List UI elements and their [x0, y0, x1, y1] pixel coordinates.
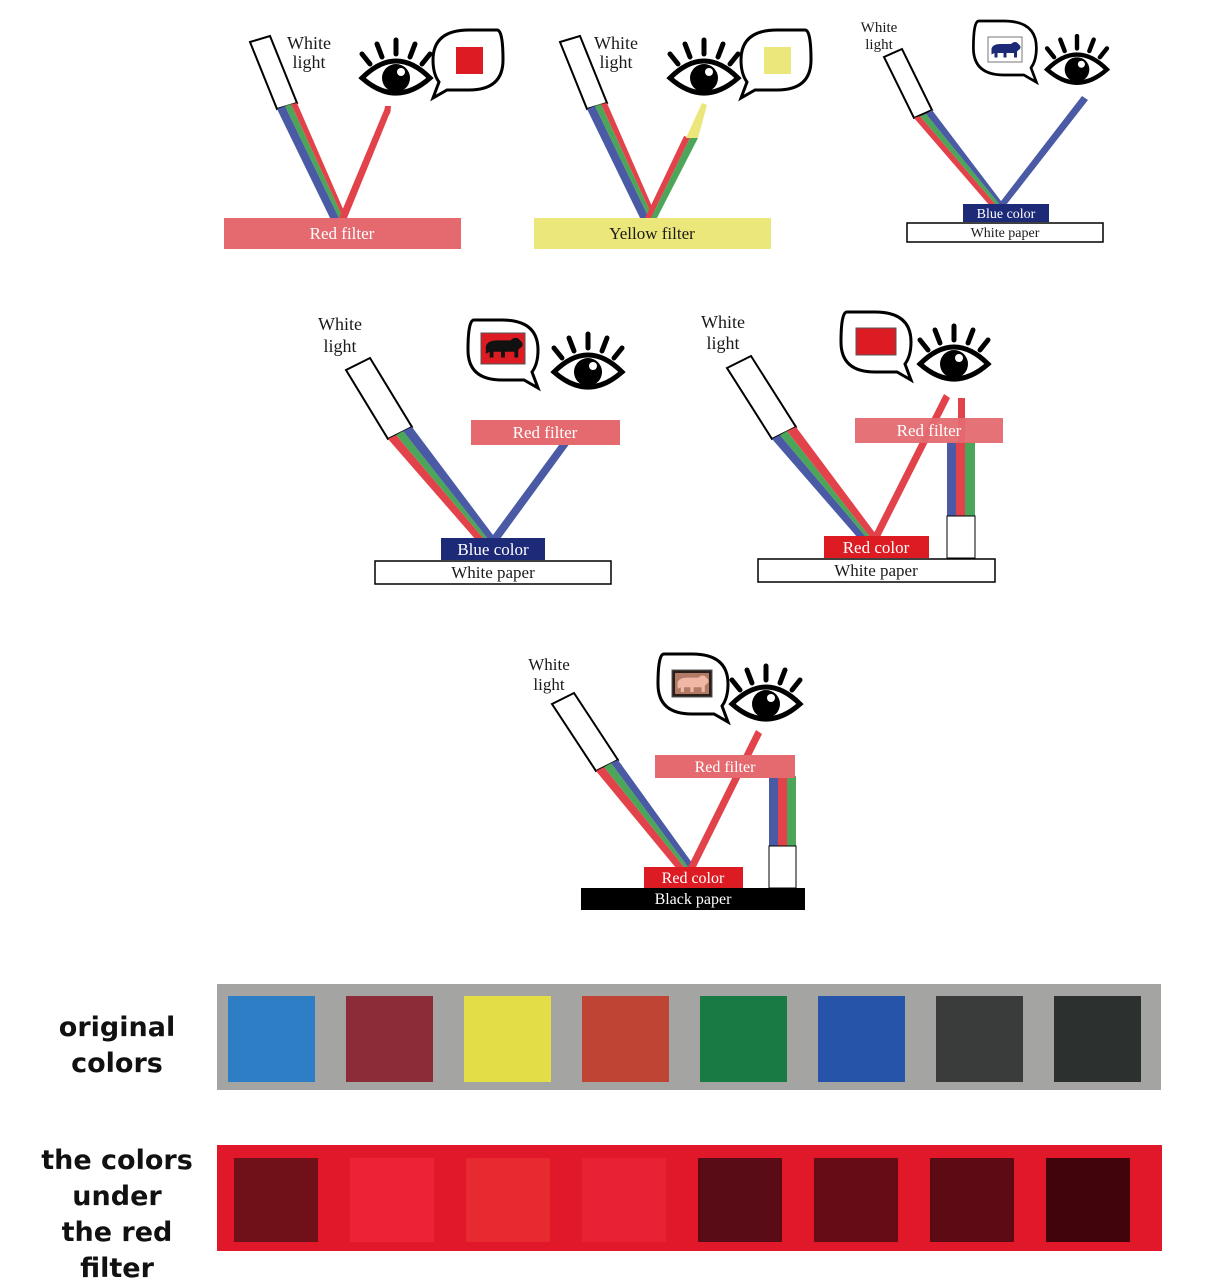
- svg-text:White paper: White paper: [971, 226, 1040, 241]
- color-swatch: [466, 1158, 550, 1242]
- svg-text:Blue color: Blue color: [457, 540, 529, 559]
- white-paper: [374, 560, 612, 585]
- svg-text:Black paper: Black paper: [655, 891, 733, 908]
- svg-text:White: White: [701, 312, 745, 332]
- color-swatch: [350, 1158, 434, 1242]
- blue-color-patch: [963, 204, 1049, 222]
- svg-text:Red filter: Red filter: [695, 759, 757, 776]
- red-color-patch: [644, 867, 743, 888]
- color-swatch: [582, 996, 669, 1082]
- white-paper: [757, 558, 996, 583]
- eye-icon: [670, 40, 738, 93]
- color-swatch: [582, 1158, 666, 1242]
- diagram-blue-color-red-filter: Red filter Blue color White paper White …: [318, 314, 622, 585]
- diagram-blue-color: Blue color White paper White light: [861, 19, 1107, 243]
- svg-text:Red filter: Red filter: [513, 423, 578, 442]
- diagram-red-color-black-paper: Red filter Red color Black paper White l…: [528, 652, 805, 910]
- svg-text:light: light: [533, 675, 564, 694]
- color-swatch: [464, 996, 551, 1082]
- filter-label: Red filter: [310, 224, 375, 243]
- diagram-red-color-red-filter: Red filter Red color White paper White l…: [701, 310, 1003, 583]
- svg-text:light: light: [292, 52, 325, 72]
- svg-text:light: light: [323, 336, 356, 356]
- color-swatch: [700, 996, 787, 1082]
- color-swatch: [930, 1158, 1014, 1242]
- red-filter-bar: [224, 218, 461, 249]
- color-swatch: [346, 996, 433, 1082]
- blue-color-patch: [441, 538, 545, 560]
- red-filter-bar: [471, 420, 620, 445]
- svg-text:Red color: Red color: [662, 870, 725, 887]
- svg-text:light: light: [706, 333, 739, 353]
- eye-icon: [732, 666, 800, 719]
- yellow-filter-bar: [534, 218, 771, 249]
- eye-icon: [920, 326, 988, 379]
- red-color-patch: [824, 536, 929, 558]
- black-paper: [581, 888, 805, 910]
- svg-text:White: White: [318, 314, 362, 334]
- svg-text:White: White: [594, 33, 638, 53]
- color-swatch: [818, 996, 905, 1082]
- color-swatch: [1046, 1158, 1130, 1242]
- original-colors-strip: [217, 984, 1161, 1090]
- color-swatch: [234, 1158, 318, 1242]
- color-swatch: [814, 1158, 898, 1242]
- eye-icon: [1047, 36, 1107, 83]
- svg-text:White: White: [528, 655, 570, 674]
- svg-text:White paper: White paper: [451, 563, 535, 582]
- filter-label: Yellow filter: [609, 224, 695, 243]
- red-filter-bar: [655, 755, 795, 778]
- color-swatch: [936, 996, 1023, 1082]
- svg-text:Red filter: Red filter: [897, 421, 962, 440]
- svg-text:Red color: Red color: [843, 538, 910, 557]
- svg-text:White: White: [861, 20, 898, 36]
- red-filter-bar: [855, 418, 1003, 443]
- diagram-yellow-filter: Yellow filter White light: [534, 28, 813, 249]
- color-swatch: [698, 1158, 782, 1242]
- svg-text:light: light: [865, 37, 893, 53]
- eye-icon: [554, 334, 622, 387]
- svg-text:light: light: [599, 52, 632, 72]
- original-colors-label: original colors: [58, 1012, 176, 1079]
- eye-icon: [362, 40, 430, 93]
- color-filter-diagrams: Red filter White light Yellow filter Whi…: [224, 19, 1220, 910]
- svg-text:White paper: White paper: [834, 561, 918, 580]
- svg-text:Blue color: Blue color: [977, 207, 1036, 222]
- white-paper: [906, 222, 1104, 243]
- color-swatch: [228, 996, 315, 1082]
- diagram-red-filter: Red filter White light: [224, 28, 505, 249]
- filtered-colors-label: the colors under the red filter: [41, 1145, 193, 1284]
- white-light-label: White: [287, 33, 331, 53]
- filtered-colors-strip: [217, 1145, 1162, 1251]
- color-swatch: [1054, 996, 1141, 1082]
